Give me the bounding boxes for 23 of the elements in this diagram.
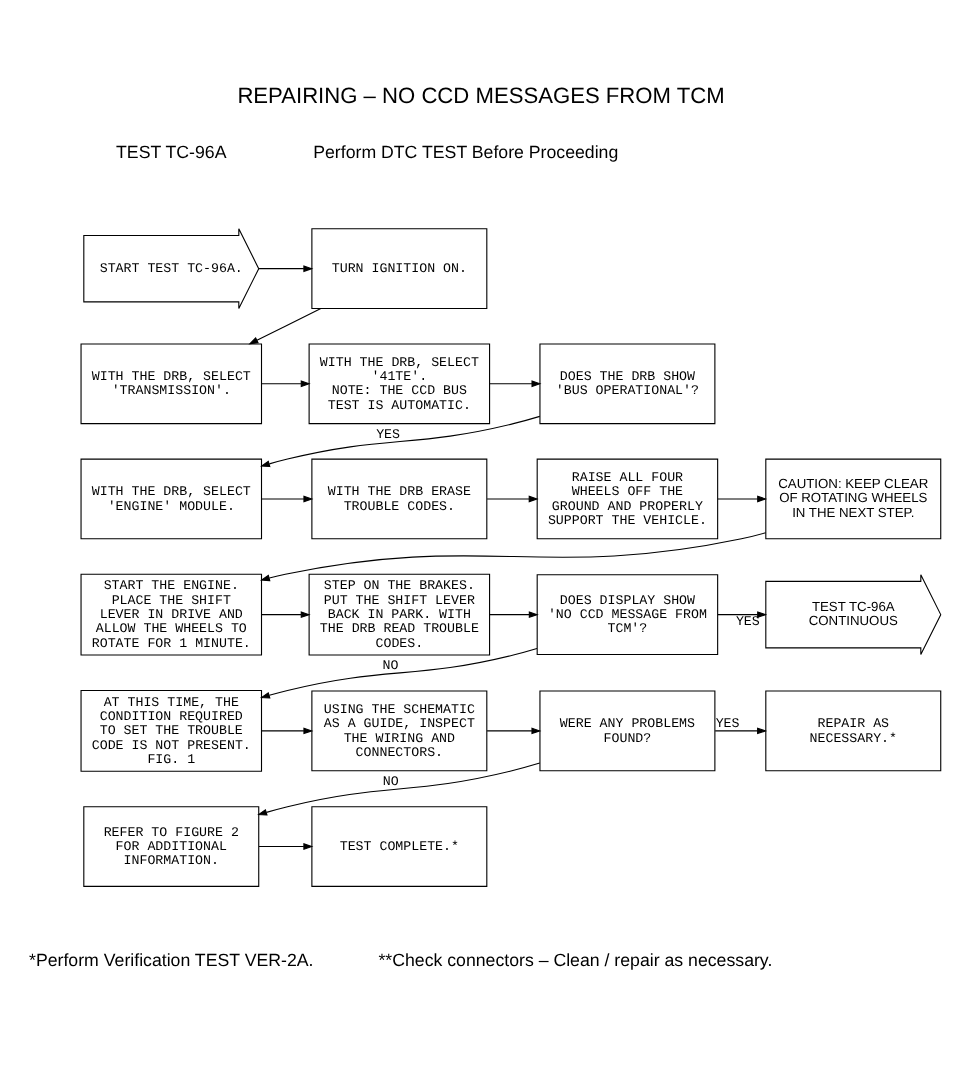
arrow [258, 264, 314, 272]
label: Perform DTC TEST Before Proceeding [313, 140, 619, 161]
arrow [717, 610, 768, 618]
arrow [260, 414, 541, 467]
arrow [248, 307, 322, 344]
arrow [259, 646, 538, 698]
arrow [717, 494, 768, 502]
arrow [259, 531, 767, 581]
label: **Check connectors – Clean / repair as necessary. [378, 948, 773, 969]
arrow [486, 494, 539, 502]
label: TEST TC-96A [116, 140, 227, 161]
label: *Perform Verification TEST VER-2A. [29, 948, 314, 969]
arrow [489, 610, 539, 618]
arrow [258, 842, 314, 850]
arrow [261, 610, 311, 618]
arrow [261, 726, 314, 734]
arrow [714, 726, 768, 734]
arrow [257, 761, 541, 815]
arrow [486, 726, 542, 734]
arrow [261, 379, 311, 387]
arrow [489, 379, 542, 387]
arrow [261, 494, 314, 502]
diagram-title: REPAIRING – NO CCD MESSAGES FROM TCM [237, 83, 725, 108]
